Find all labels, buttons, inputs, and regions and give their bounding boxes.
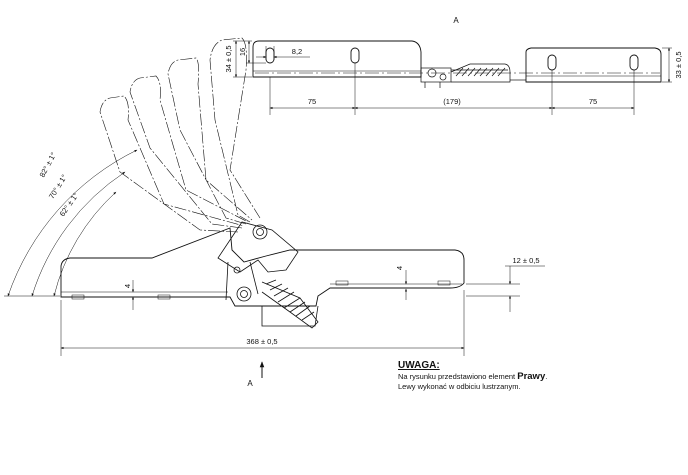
top-view: [252, 40, 662, 88]
dim-thickness-left: 4: [123, 284, 132, 288]
note-line1-before: Na rysunku przedstawiono element: [398, 372, 518, 381]
slot: [547, 54, 557, 71]
dim-thickness-right: 4: [395, 266, 404, 270]
dim-angle-mid: 70° ± 1°: [47, 173, 69, 200]
view-label-top: A: [453, 16, 459, 25]
side-view-open-positions: [99, 37, 261, 233]
side-view-dimensions: [4, 149, 545, 378]
pivot-upper: [252, 224, 268, 240]
dim-slot-width: 8,2: [292, 47, 302, 56]
pivot-lower: [236, 286, 252, 302]
side-view: [60, 37, 465, 329]
note-line2: Lewy wykonać w odbiciu lustrzanym.: [398, 382, 521, 391]
note-line1-strong: Prawy: [517, 371, 546, 382]
note-title: UWAGA:: [398, 360, 440, 371]
side-view-mechanism: [217, 221, 319, 329]
slot: [350, 47, 360, 64]
view-label-bottom: A: [247, 379, 253, 388]
dim-angle-min: 62° ± 1°: [58, 191, 81, 218]
top-view-left-plate: [252, 40, 422, 78]
dim-height-right: 33 ± 0,5: [674, 51, 683, 78]
dim-spacing-left: 75: [308, 97, 316, 106]
dim-slot-offset: 16: [238, 48, 247, 56]
dim-spacing-mid: (179): [443, 97, 461, 106]
note-line1-after: .: [545, 372, 548, 381]
dim-overall-length: 368 ± 0,5: [246, 337, 277, 346]
slot: [265, 47, 275, 64]
dim-offset-right: 12 ± 0,5: [512, 256, 539, 265]
dim-height-left: 34 ± 0,5: [224, 45, 233, 72]
top-view-dimensions: [233, 40, 672, 115]
dim-angle-max: 82° ± 1°: [38, 151, 59, 179]
note-box: UWAGA: Na rysunku przedstawiono element …: [398, 361, 678, 392]
dim-spacing-right: 75: [589, 97, 597, 106]
top-view-mechanism: [420, 63, 526, 88]
slot: [629, 54, 639, 71]
top-view-right-plate: [525, 47, 662, 83]
